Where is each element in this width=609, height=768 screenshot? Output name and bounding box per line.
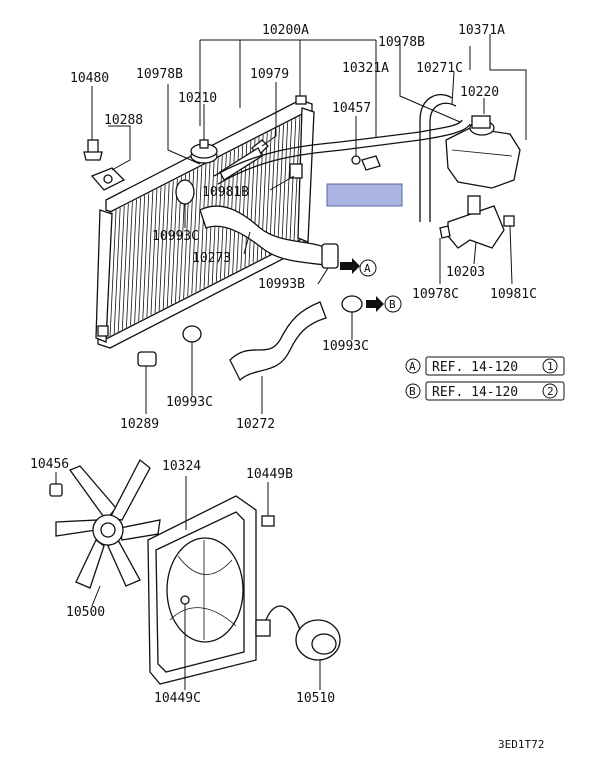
fan-10500	[55, 458, 161, 589]
label-10321A: 10321A	[342, 61, 389, 76]
label-10271C: 10271C	[416, 61, 463, 76]
bracket-10288	[90, 167, 126, 191]
arrow-b-letter: B	[389, 298, 396, 311]
label-10978B-top: 10978B	[378, 35, 425, 50]
label-10273: 10273	[192, 251, 231, 266]
hose-clamp-10993B	[321, 243, 339, 269]
label-10993B: 10993B	[258, 277, 305, 292]
label-10978C: 10978C	[412, 287, 459, 302]
label-10449C: 10449C	[154, 691, 201, 706]
label-10289: 10289	[120, 417, 159, 432]
label-10993C-lower: 10993C	[166, 395, 213, 410]
reference-B: B REF. 14-120 2	[405, 381, 565, 401]
arrow-to-B	[366, 295, 402, 313]
bolt-10981C	[503, 215, 515, 227]
reference-A: A REF. 14-120 1	[405, 356, 565, 376]
label-10456: 10456	[30, 457, 69, 472]
label-10500: 10500	[66, 605, 105, 620]
radiator-cap-10210	[190, 139, 218, 164]
label-10978B-left: 10978B	[136, 67, 183, 82]
label-10993C-upper: 10993C	[152, 229, 199, 244]
label-10288: 10288	[104, 113, 143, 128]
bolt-10449C	[180, 595, 190, 605]
label-10510: 10510	[296, 691, 335, 706]
fan-shroud-10324	[147, 495, 257, 685]
lower-hose-10272	[229, 301, 327, 382]
label-10457: 10457	[332, 101, 371, 116]
hose-clamp-10993C-lower-right	[341, 295, 363, 313]
label-10979: 10979	[250, 67, 289, 82]
label-10371A: 10371A	[458, 23, 505, 38]
leader-lines	[55, 34, 527, 690]
arrow-a-letter: A	[364, 262, 371, 275]
reserve-tank-10371A	[445, 127, 521, 189]
highlight-box	[326, 183, 403, 207]
label-10480: 10480	[70, 71, 109, 86]
label-10981C: 10981C	[490, 287, 537, 302]
ref-b-text: REF. 14-120	[432, 385, 518, 400]
arrow-to-A	[340, 258, 377, 277]
bolt-10449B	[261, 515, 275, 527]
bolt-10480	[83, 139, 103, 161]
label-10981B: 10981B	[202, 185, 249, 200]
fan-motor-10510	[255, 605, 341, 661]
label-10220: 10220	[460, 85, 499, 100]
part-labels: 10200A 10978B 10371A 10480 10978B 10979 …	[30, 23, 537, 706]
tank-cap-10220	[469, 115, 495, 136]
ref-a-text: REF. 14-120	[432, 360, 518, 375]
ref-a-letter: A	[409, 360, 416, 373]
label-10203: 10203	[446, 265, 485, 280]
bracket-10203	[447, 195, 505, 249]
drain-plug-10289	[137, 351, 157, 367]
bolt-10981B	[289, 163, 303, 179]
hose-clamp-10993C-upper	[175, 179, 195, 205]
overflow-hose-10978B	[213, 94, 471, 222]
label-10272: 10272	[236, 417, 275, 432]
clip-10978C	[439, 225, 451, 239]
diagram-code: 3ED1T72	[498, 738, 544, 751]
label-10449B: 10449B	[246, 467, 293, 482]
label-10324: 10324	[162, 459, 201, 474]
nut-10456	[49, 483, 63, 497]
label-10993C-right: 10993C	[322, 339, 369, 354]
hose-clamp-10993C-lower-left	[182, 325, 202, 343]
ref-a-num: 1	[547, 360, 554, 373]
label-10200A: 10200A	[262, 23, 309, 38]
label-10210: 10210	[178, 91, 217, 106]
ref-b-letter: B	[409, 385, 416, 398]
sensor-10457	[351, 155, 381, 171]
ref-b-num: 2	[547, 385, 554, 398]
